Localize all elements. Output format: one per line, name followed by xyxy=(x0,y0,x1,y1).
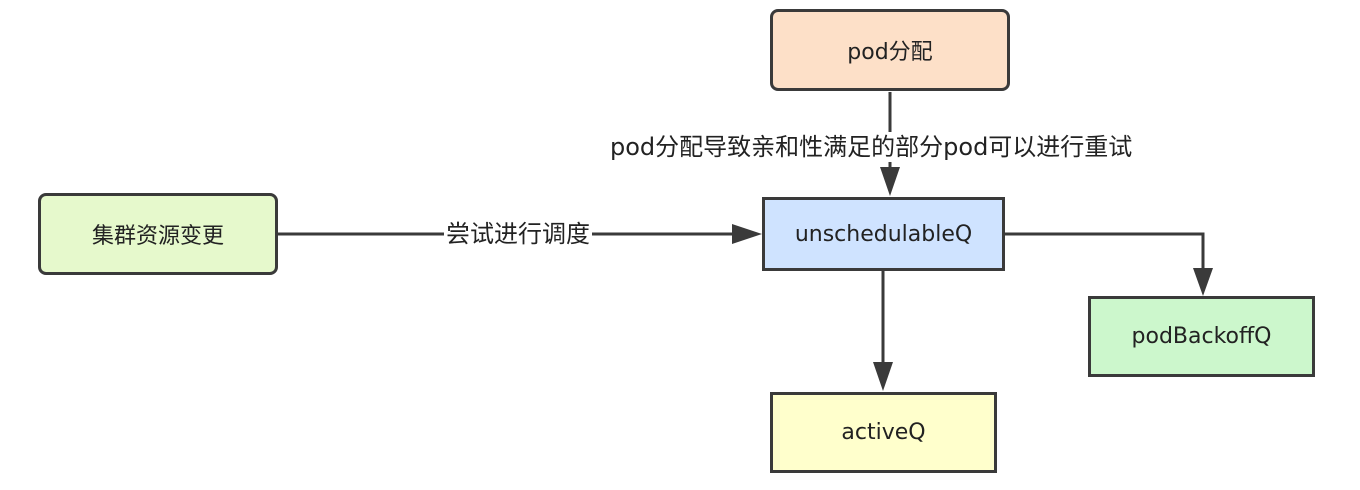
node-pod-backoff-queue-label: podBackoffQ xyxy=(1131,324,1272,349)
node-pod-assign: pod分配 xyxy=(770,9,1010,91)
edge-label-affinity-retry: pod分配导致亲和性满足的部分pod可以进行重试 xyxy=(608,132,1135,162)
arrowhead-active xyxy=(873,362,893,391)
node-cluster-resource-change: 集群资源变更 xyxy=(38,193,278,275)
node-cluster-resource-change-label: 集群资源变更 xyxy=(91,224,224,249)
node-pod-assign-label: pod分配 xyxy=(847,40,933,65)
node-active-queue: activeQ xyxy=(770,392,997,473)
edge-unschedulable-to-backoff xyxy=(1003,232,1205,270)
arrowhead-pod-assign xyxy=(880,167,900,196)
node-active-queue-label: activeQ xyxy=(841,420,926,445)
edge-label-try-schedule: 尝试进行调度 xyxy=(444,219,592,249)
arrowhead-backoff xyxy=(1193,268,1213,296)
node-unschedulable-queue-label: unschedulableQ xyxy=(794,221,973,247)
node-pod-backoff-queue: podBackoffQ xyxy=(1088,296,1315,377)
arrowhead-cluster xyxy=(732,224,762,244)
node-unschedulable-queue: unschedulableQ xyxy=(762,197,1005,271)
